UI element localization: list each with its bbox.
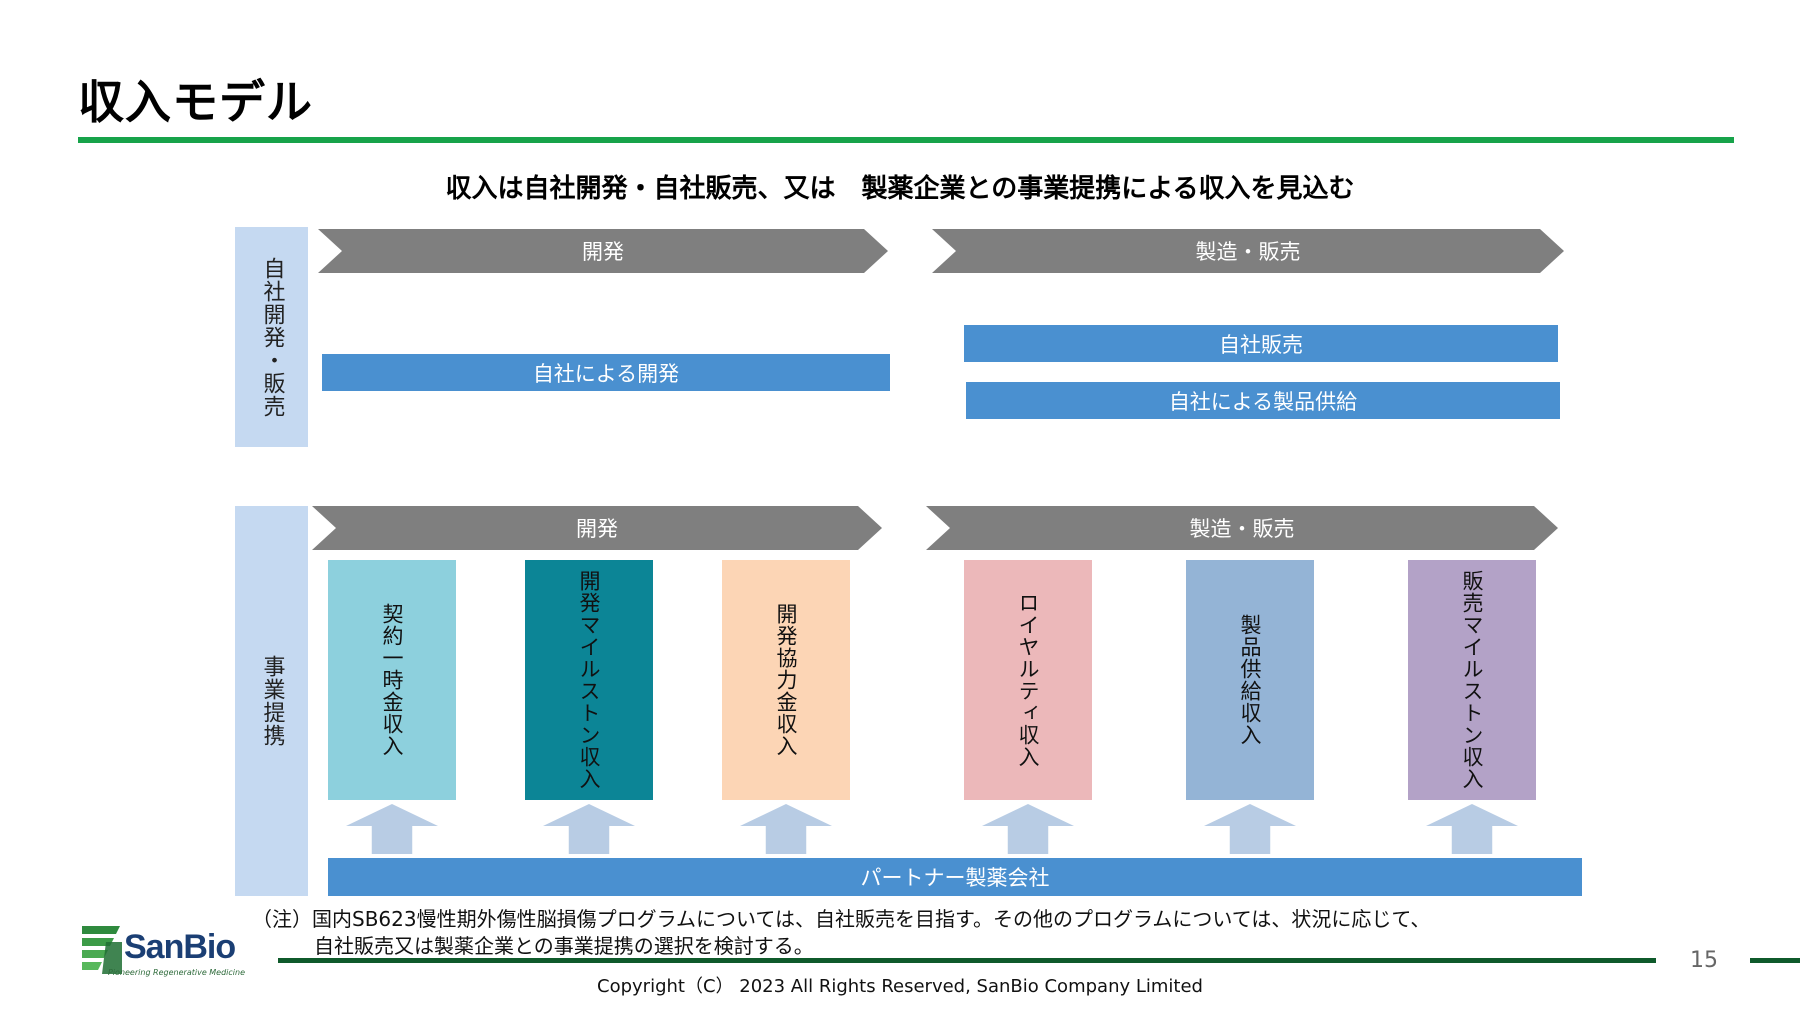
- bar-self-sales: 自社販売: [964, 325, 1558, 362]
- revenue-column-label: 開発協力金収入: [774, 603, 798, 757]
- footnote: （注）国内SB623慢性期外傷性脳損傷プログラムについては、自社販売を目指す。そ…: [252, 906, 1430, 960]
- up-arrow-icon: [1426, 804, 1518, 854]
- footnote-line: 自社販売又は製薬企業との事業提携の選択を検討する。: [314, 934, 814, 958]
- revenue-column-upfront: 契約一時金収入: [328, 560, 456, 800]
- self-section-label-text: 自社開発・販売: [259, 256, 285, 418]
- revenue-column-product-supply: 製品供給収入: [1186, 560, 1314, 800]
- footer-divider-right: [1750, 958, 1800, 963]
- up-arrow-icon: [1204, 804, 1296, 854]
- up-arrow-icon: [982, 804, 1074, 854]
- chevron-self-manufacturing-sales: 製造・販売: [932, 229, 1564, 273]
- revenue-column-royalty: ロイヤルティ収入: [964, 560, 1092, 800]
- chevron-partner-manufacturing-sales: 製造・販売: [926, 506, 1558, 550]
- self-section-label: 自社開発・販売: [235, 227, 308, 447]
- partner-section-label: 事業提携: [235, 506, 308, 896]
- revenue-column-label: 製品供給収入: [1238, 614, 1262, 746]
- bar-self-development: 自社による開発: [322, 354, 890, 391]
- revenue-column-label: 開発マイルストン収入: [577, 570, 601, 790]
- chevron-partner-development: 開発: [312, 506, 882, 550]
- footnote-line: （注）国内SB623慢性期外傷性脳損傷プログラムについては、自社販売を目指す。そ…: [252, 907, 1431, 931]
- revenue-column-sales-milestone: 販売マイルストン収入: [1408, 560, 1536, 800]
- partner-pharma-bar: パートナー製薬会社: [328, 858, 1582, 896]
- sanbio-logo-icon: [82, 926, 122, 974]
- copyright-text: Copyright（C） 2023 All Rights Reserved, S…: [597, 976, 1203, 997]
- up-arrow-icon: [740, 804, 832, 854]
- revenue-column-label: 販売マイルストン収入: [1460, 570, 1484, 790]
- logo-tagline: Pioneering Regenerative Medicine: [108, 968, 246, 977]
- chevron-self-development: 開発: [318, 229, 888, 273]
- slide-subtitle: 収入は自社開発・自社販売、又は 製薬企業との事業提携による収入を見込む: [445, 174, 1355, 204]
- page-title: 収入モデル: [78, 75, 313, 129]
- bar-self-product-supply: 自社による製品供給: [966, 382, 1560, 419]
- revenue-column-dev-milestone: 開発マイルストン収入: [525, 560, 653, 800]
- up-arrow-icon: [543, 804, 635, 854]
- revenue-column-label: ロイヤルティ収入: [1016, 592, 1040, 768]
- partner-section-label-text: 事業提携: [259, 655, 285, 747]
- footer-divider: [278, 958, 1656, 963]
- logo-wordmark: SanBio: [124, 928, 236, 966]
- up-arrow-icon: [346, 804, 438, 854]
- title-divider: [78, 137, 1734, 143]
- revenue-column-dev-cooperation: 開発協力金収入: [722, 560, 850, 800]
- revenue-column-label: 契約一時金収入: [380, 603, 404, 757]
- page-number: 15: [1690, 948, 1718, 973]
